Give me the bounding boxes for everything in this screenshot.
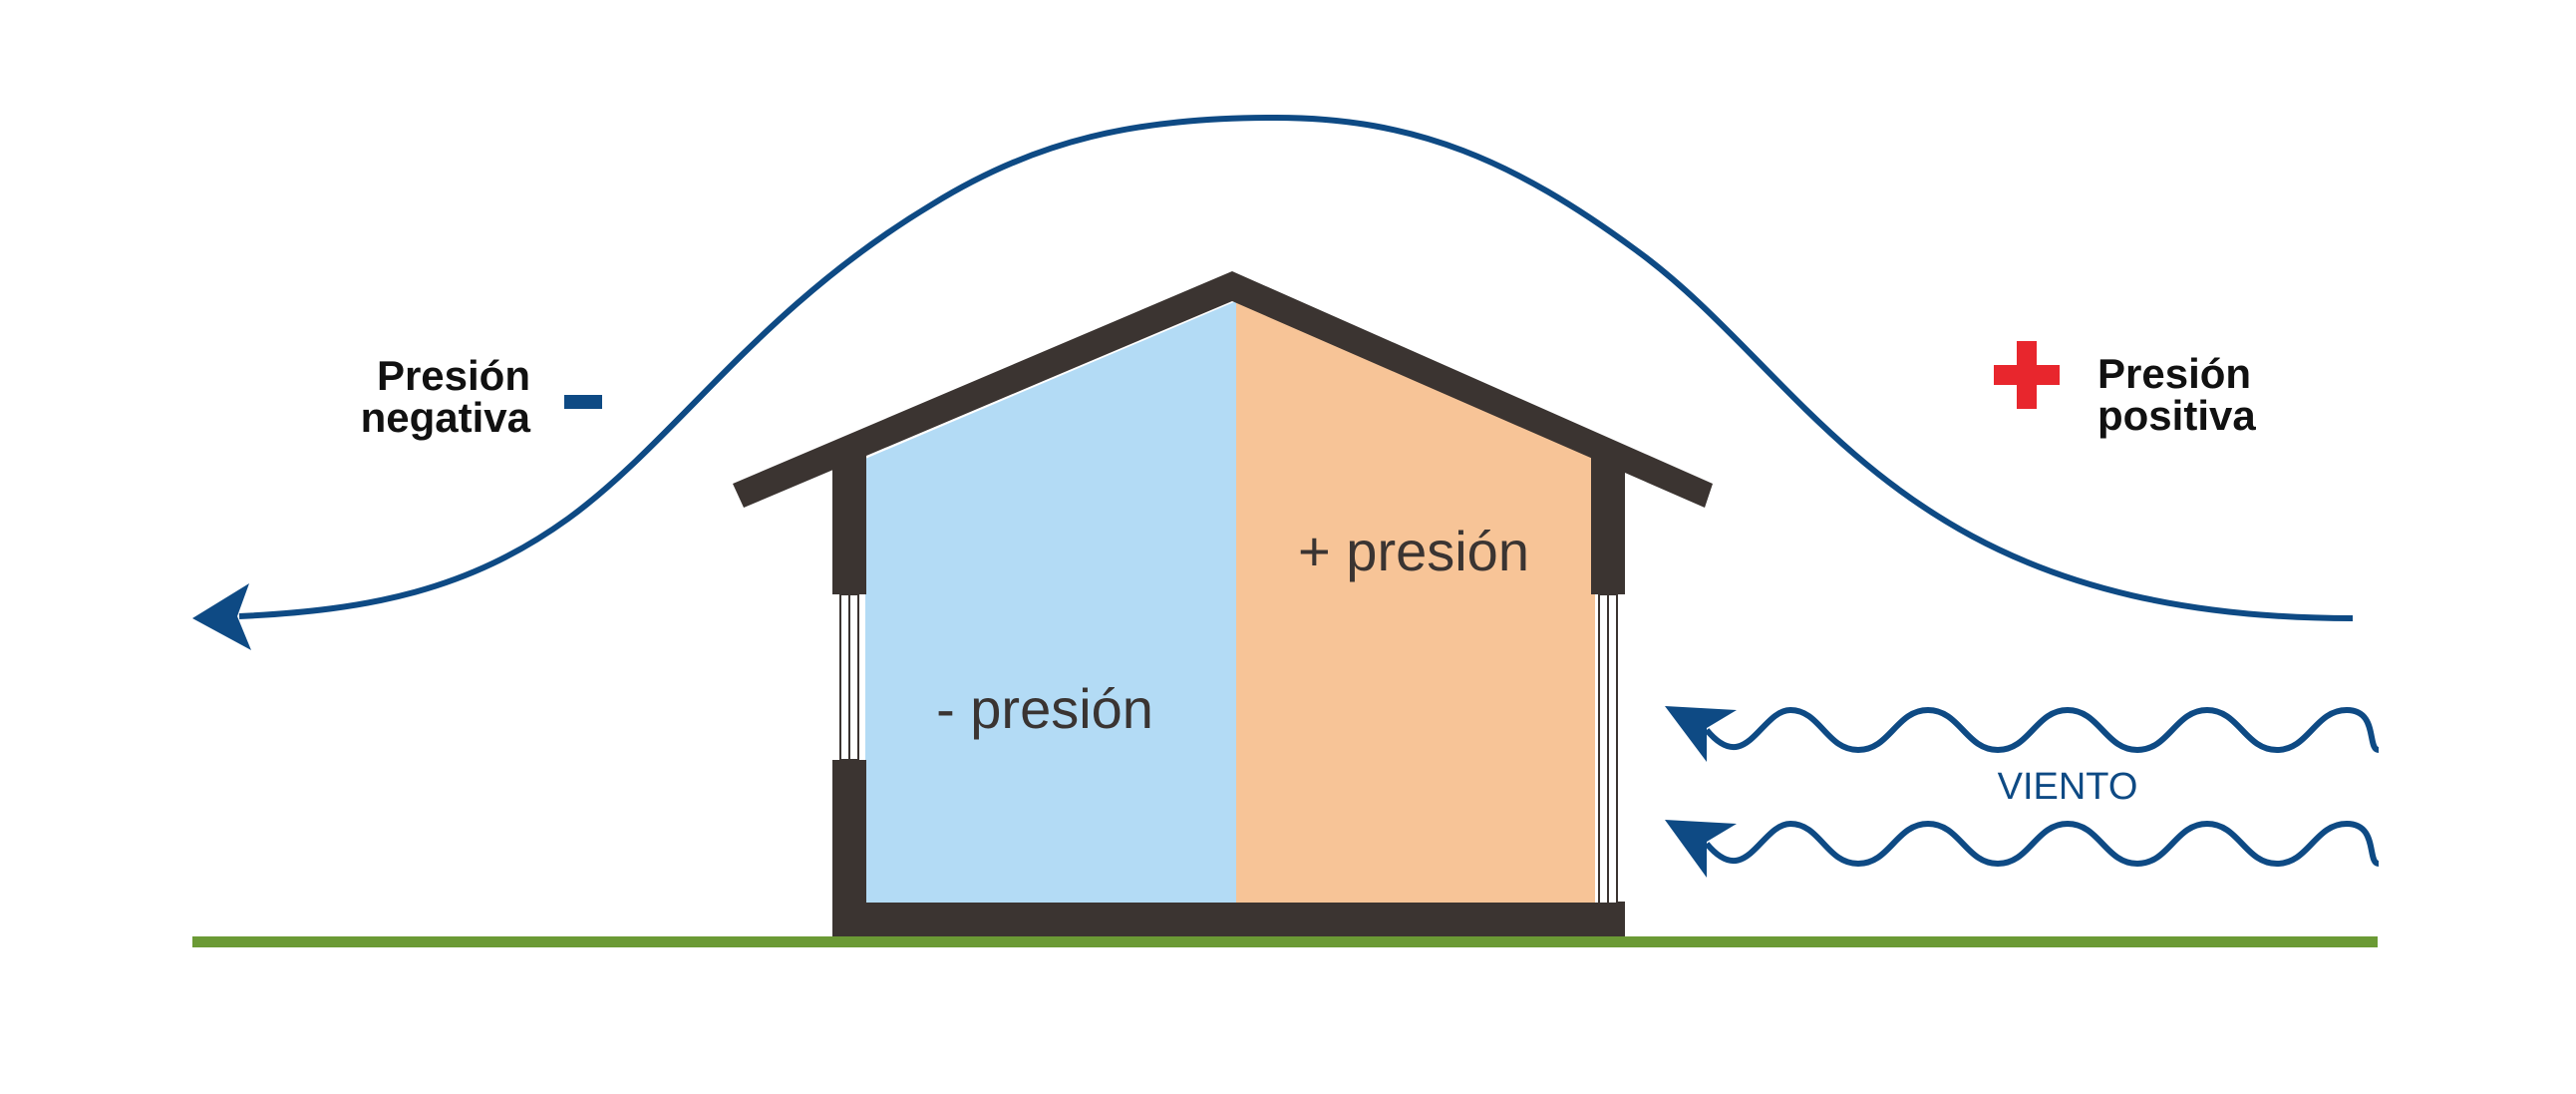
negative-pressure-label-line2: negativa xyxy=(361,394,531,441)
ground-line xyxy=(192,936,2378,947)
room-left-label: - presión xyxy=(936,677,1153,740)
wind-wave-lower xyxy=(1704,820,2381,868)
wind-label: VIENTO xyxy=(1998,766,2138,808)
left-wall-upper xyxy=(832,447,866,594)
negative-pressure-label-line1: Presión xyxy=(377,352,530,399)
room-negative-pressure xyxy=(865,301,1236,903)
airflow-curve xyxy=(238,114,2354,621)
floor-slab xyxy=(832,903,1625,937)
minus-icon xyxy=(564,395,602,409)
right-wall-upper xyxy=(1591,451,1625,594)
room-positive-pressure xyxy=(1236,301,1595,903)
wind-upper-arrowhead-icon xyxy=(1665,706,1737,762)
room-right-label: + presión xyxy=(1298,520,1529,582)
left-window xyxy=(839,593,859,761)
positive-pressure-label-line2: positiva xyxy=(2097,392,2256,439)
wind-lower-arrowhead-icon xyxy=(1665,820,1737,878)
wind-wave-upper xyxy=(1704,706,2381,754)
plus-icon xyxy=(1994,341,2060,409)
right-window xyxy=(1598,593,1618,905)
positive-pressure-label-line1: Presión xyxy=(2097,350,2251,397)
airflow-arrowhead-icon xyxy=(192,583,251,650)
